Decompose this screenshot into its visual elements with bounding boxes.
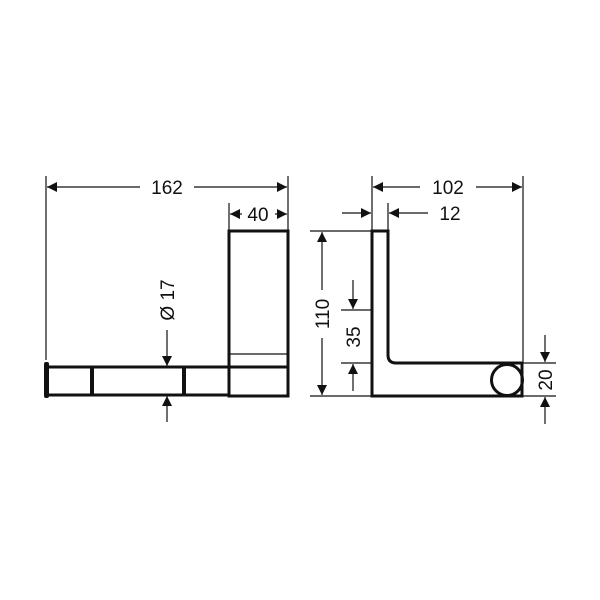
l-bracket-profile [370, 229, 524, 398]
dimension-label: Ø 17 [158, 279, 179, 320]
dimension-12: 12 [342, 204, 461, 225]
dimension-label: 20 [536, 369, 557, 390]
dimension-35: 35 [344, 280, 365, 391]
bracket [227, 229, 290, 398]
dimension-110: 110 [313, 232, 334, 395]
dimension-102: 102 [373, 178, 522, 199]
side-view: 102 12 110 35 20 [310, 176, 557, 424]
dimension-label: 110 [313, 299, 334, 329]
dimension-label: 102 [432, 178, 464, 199]
dimension-diameter-17: Ø 17 [158, 279, 179, 422]
front-view: 162 40 Ø 17 [44, 176, 290, 422]
dimension-20: 20 [536, 335, 557, 424]
dimension-40: 40 [230, 205, 287, 226]
dimension-label: 12 [439, 204, 460, 225]
dimension-label: 35 [344, 326, 365, 347]
dimension-label: 40 [247, 205, 268, 226]
dimension-label: 162 [151, 178, 183, 199]
roll-rod [44, 362, 231, 398]
dimension-162: 162 [47, 178, 287, 199]
